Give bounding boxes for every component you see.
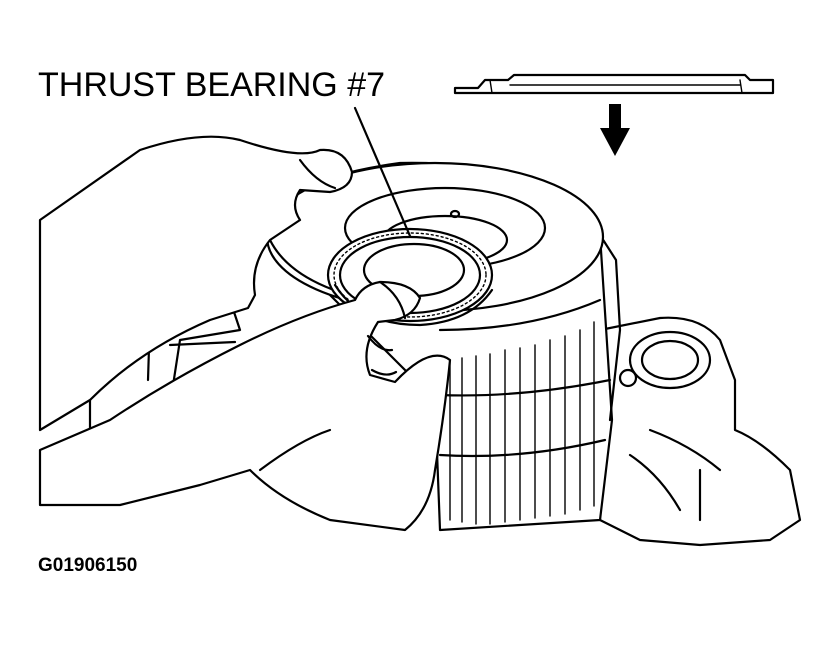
- reference-part-outline: [453, 73, 775, 95]
- figure-id: G01906150: [38, 555, 138, 576]
- leader-line: [353, 106, 412, 238]
- hand: [38, 135, 452, 532]
- arrow-down-icon: [600, 104, 630, 156]
- callout-label: THRUST BEARING #7: [38, 66, 386, 104]
